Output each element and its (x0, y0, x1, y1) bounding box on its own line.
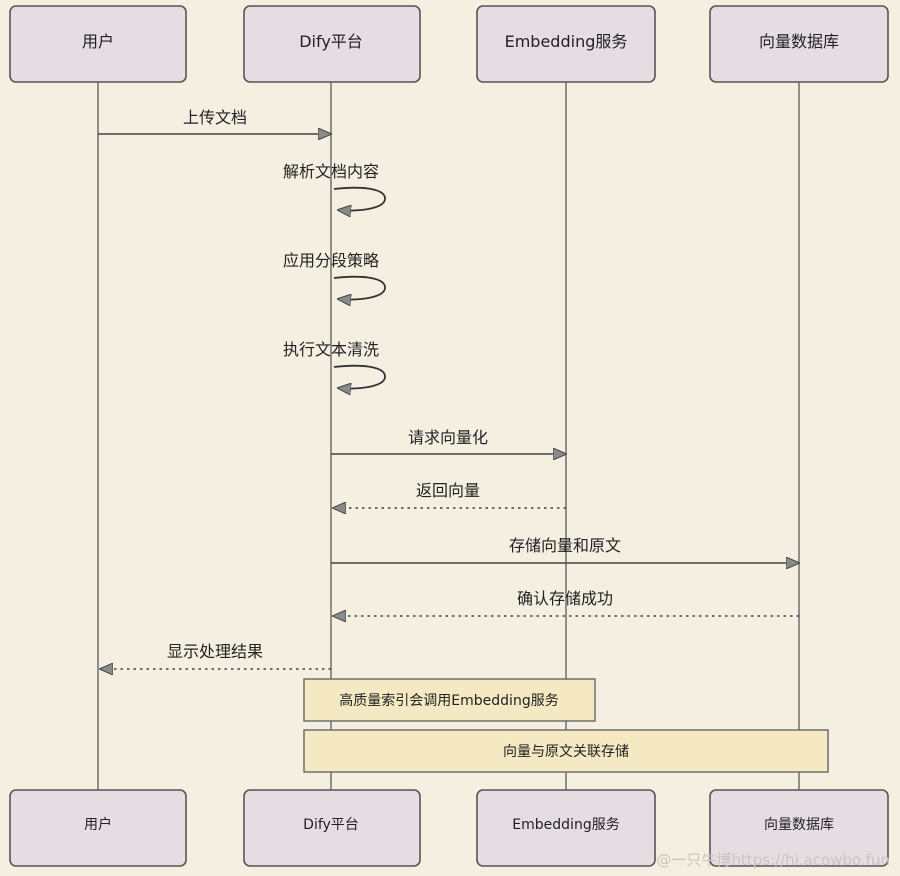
message-upload: 上传文档 (98, 108, 331, 134)
participant-dify-bottom: Dify平台 (243, 789, 421, 867)
participant-label: 向量数据库 (759, 32, 839, 51)
participant-label: Dify平台 (299, 32, 363, 51)
message-label: 上传文档 (183, 108, 247, 127)
participant-label: Embedding服务 (505, 32, 628, 51)
note-high-quality-index: 高质量索引会调用Embedding服务 (303, 678, 596, 722)
note-vector-link: 向量与原文关联存储 (303, 729, 829, 773)
participant-label: 用户 (84, 816, 112, 833)
participant-label: Dify平台 (303, 817, 359, 833)
message-store: 存储向量和原文 (331, 536, 799, 563)
message-label: 返回向量 (416, 481, 480, 500)
note-label: 高质量索引会调用Embedding服务 (339, 692, 558, 709)
self-message-parse: 解析文档内容 (283, 162, 386, 211)
participant-embedding-bottom: Embedding服务 (476, 789, 656, 867)
message-label: 应用分段策略 (283, 251, 379, 270)
participant-vectordb-bottom: 向量数据库 (709, 789, 889, 867)
message-show-result: 显示处理结果 (100, 642, 331, 669)
message-label: 存储向量和原文 (509, 536, 621, 555)
participant-vectordb-top: 向量数据库 (709, 5, 889, 83)
participant-label: Embedding服务 (512, 817, 619, 833)
message-label: 确认存储成功 (517, 589, 613, 608)
self-message-clean: 执行文本清洗 (283, 340, 386, 389)
participant-user-bottom: 用户 (9, 789, 187, 867)
participant-user-top: 用户 (9, 5, 187, 83)
message-request-vectorize: 请求向量化 (331, 428, 566, 454)
message-label: 请求向量化 (408, 428, 488, 447)
participant-label: 向量数据库 (764, 817, 834, 833)
note-label: 向量与原文关联存储 (503, 744, 629, 760)
participant-dify-top: Dify平台 (243, 5, 421, 83)
participant-embedding-top: Embedding服务 (476, 5, 656, 83)
message-confirm: 确认存储成功 (333, 589, 799, 616)
message-label: 解析文档内容 (283, 162, 379, 181)
message-label: 显示处理结果 (167, 642, 263, 661)
self-message-segment: 应用分段策略 (283, 251, 386, 300)
watermark: @一只牛博https://hi.acowbo.fun (656, 851, 890, 869)
message-return-vector: 返回向量 (333, 481, 566, 508)
message-label: 执行文本清洗 (283, 340, 379, 359)
participant-label: 用户 (82, 32, 114, 51)
